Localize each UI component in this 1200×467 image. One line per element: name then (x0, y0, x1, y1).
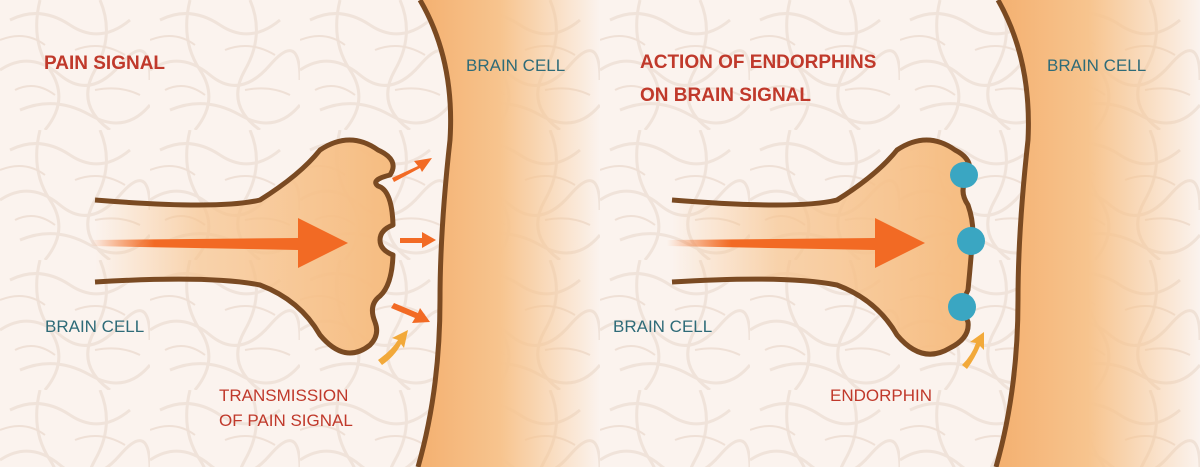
endorphins-title-line2: ON BRAIN SIGNAL (640, 85, 811, 106)
endorphins-title-line1: ACTION OF ENDORPHINS (640, 52, 877, 73)
transmission-caption-line2: OF PAIN SIGNAL (219, 411, 353, 430)
endorphins-title: ACTION OF ENDORPHINS ON BRAIN SIGNAL (640, 46, 876, 112)
sending-cell-label-left: BRAIN CELL (45, 317, 145, 336)
receiving-brain-cell-left (418, 0, 600, 467)
receiving-cell-membrane-right (993, 0, 1031, 467)
axon-signal-arrow-left (90, 218, 348, 268)
endorphin-arrow-icon (378, 330, 408, 365)
signal-arrow-icon (391, 158, 436, 323)
receiving-brain-cell-right (996, 0, 1200, 467)
axon-signal-arrow-right (667, 218, 925, 268)
endorphin-arrow-icon (962, 332, 984, 369)
receiving-cell-membrane-left (415, 0, 454, 467)
receiving-cell-label-right: BRAIN CELL (1047, 56, 1147, 75)
transmission-caption-line1: TRANSMISSION (219, 386, 349, 405)
pain-signal-title: PAIN SIGNAL (44, 53, 166, 74)
transmission-caption: TRANSMISSION OF PAIN SIGNAL (219, 383, 353, 433)
sending-cell-label-right: BRAIN CELL (613, 317, 713, 336)
receiving-cell-label-left: BRAIN CELL (466, 56, 566, 75)
endorphin-caption: ENDORPHIN (830, 386, 933, 405)
endorphin-molecules (948, 162, 985, 321)
